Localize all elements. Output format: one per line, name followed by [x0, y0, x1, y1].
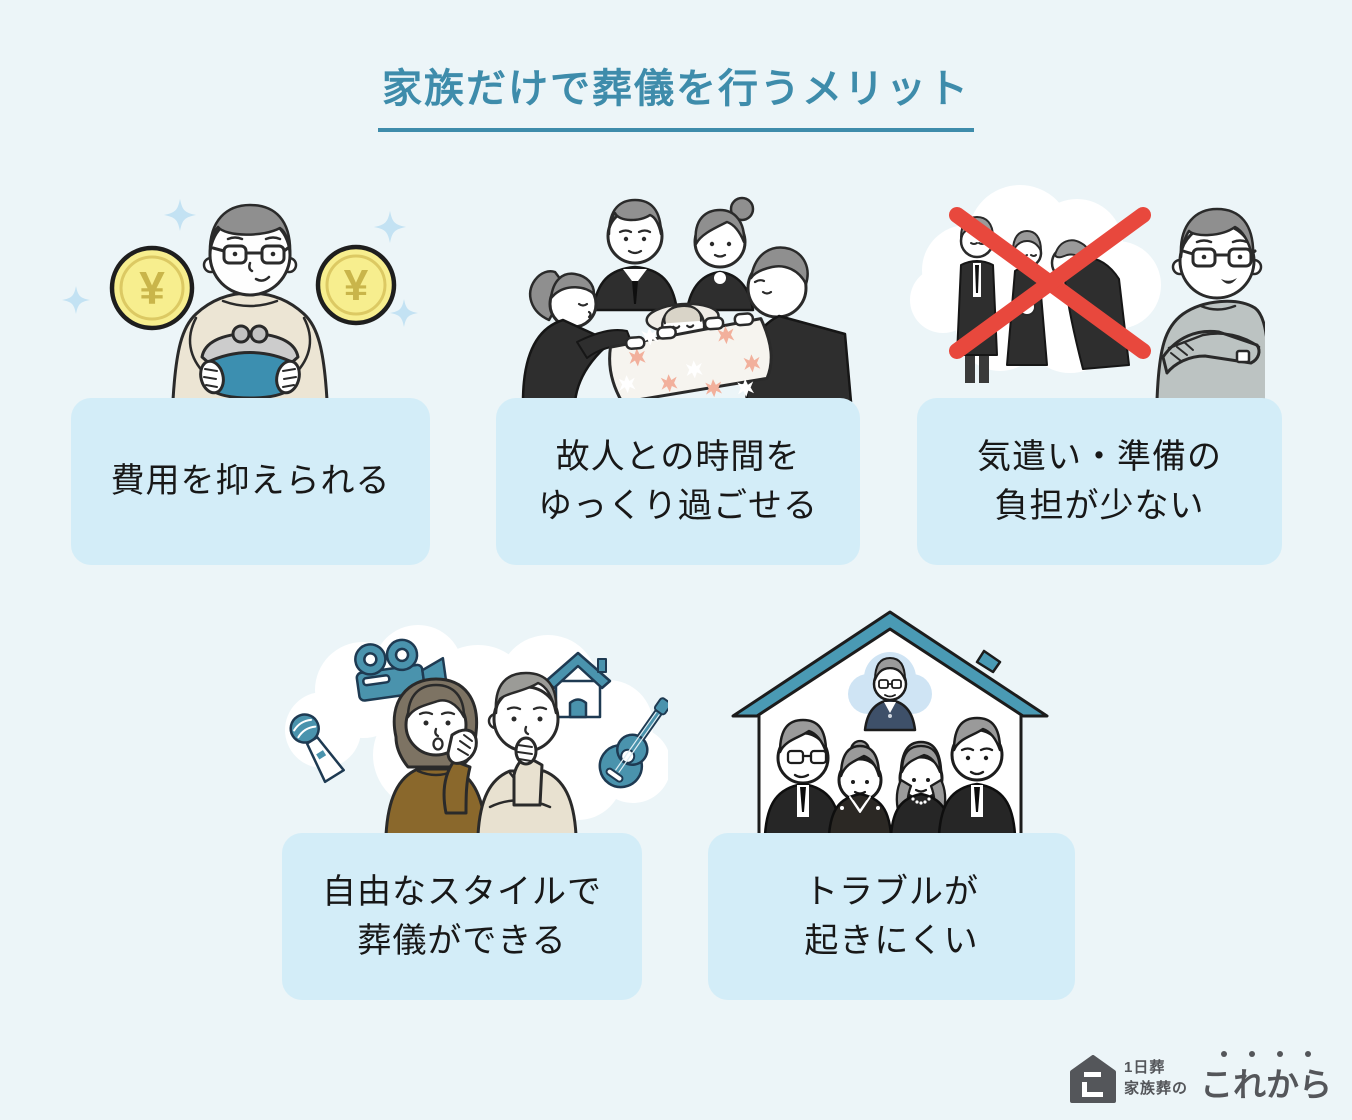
logo-house-ko-icon [1069, 1054, 1116, 1103]
merit-label: 費用を抑えられる [110, 462, 391, 501]
merit-label: トラブルが [804, 873, 979, 912]
svg-text:¥: ¥ [139, 262, 165, 314]
merit-card-cost: 費用を抑えられる [71, 398, 430, 565]
no-guests-illustration [910, 185, 1265, 400]
deceased-family-illustration [521, 196, 853, 402]
house-roof [731, 610, 1049, 718]
site-logo: 1日葬 家族葬の これから [1069, 1051, 1332, 1106]
merit-label: 起きにくい [804, 921, 979, 960]
merit-label: 負担が少ない [994, 486, 1205, 525]
man-with-purse [171, 203, 329, 400]
logo-service-line1: 1日葬 [1123, 1059, 1166, 1077]
logo-brand-name: これから [1200, 1066, 1332, 1103]
bowing-woman [521, 270, 633, 402]
mourner-hands [624, 312, 755, 350]
thinking-man [476, 671, 578, 835]
merit-card-burden: 気遣い・準備の 負担が少ない [917, 398, 1282, 565]
merit-label: 自由なスタイルで [322, 873, 602, 912]
guitar-icon [598, 697, 668, 789]
microphone-icon [289, 713, 345, 784]
merit-label: 気遣い・準備の [977, 438, 1222, 477]
chimney [975, 649, 1002, 674]
merit-card-trouble: トラブルが 起きにくい [708, 833, 1075, 1000]
deceased-portrait [848, 652, 932, 732]
coin-purse-icon [200, 324, 300, 400]
glasses-icon [211, 244, 290, 265]
yen-coin-icon: ¥ [109, 245, 195, 331]
merit-card-freestyle: 自由なスタイルで 葬儀ができる [282, 833, 642, 1000]
mourner-woman-dress [889, 740, 953, 835]
back-man [591, 198, 679, 312]
merit-label: 故人との時間を [555, 438, 801, 477]
title-wrap: 家族だけで葬儀を行うメリット [0, 56, 1352, 132]
yen-coin-icon: ¥ [315, 244, 397, 326]
logo-brand-wrap: これから [1200, 1051, 1332, 1106]
mourner-woman-kimono [827, 739, 893, 835]
merit-label: ゆっくり過ごせる [538, 486, 818, 525]
thinking-woman [384, 677, 488, 835]
logo-service-line2: 家族葬の [1123, 1079, 1188, 1097]
blanket-flowers-white [618, 327, 755, 397]
logo-service-names: 1日葬 家族葬の [1124, 1058, 1188, 1099]
family-in-house-illustration [731, 610, 1049, 835]
deceased-with-blanket [608, 302, 773, 402]
glasses-icon [1181, 247, 1257, 268]
back-woman [685, 196, 755, 312]
merit-label: 葬儀ができる [357, 921, 567, 960]
brand-accent-dots [1210, 1051, 1322, 1057]
relaxed-man [1155, 207, 1265, 400]
svg-text:¥: ¥ [344, 261, 369, 310]
red-cross-icon [949, 207, 1151, 359]
merit-card-time: 故人との時間を ゆっくり過ごせる [496, 398, 860, 565]
mourner-man [937, 716, 1017, 835]
blanket-flowers [628, 326, 761, 398]
cost-saving-illustration: ¥ ¥ [62, 198, 418, 400]
free-style-illustration [285, 625, 668, 835]
page-title: 家族だけで葬儀を行うメリット [378, 56, 974, 132]
